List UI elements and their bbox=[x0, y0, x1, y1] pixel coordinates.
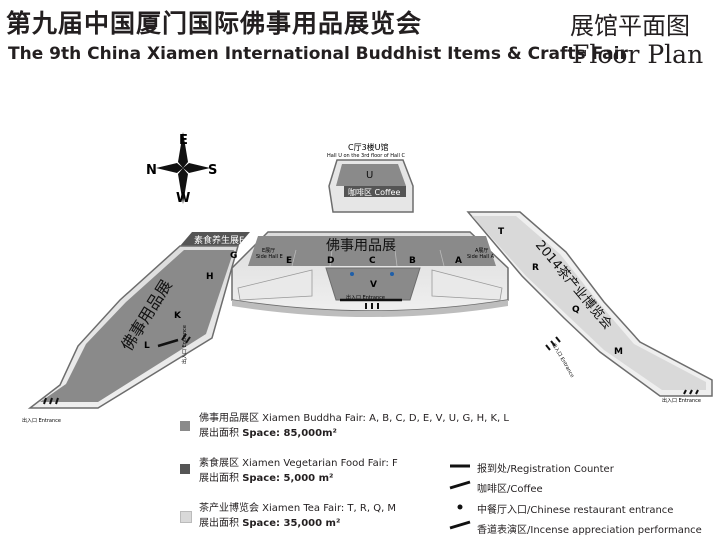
compass-south: S bbox=[208, 163, 217, 178]
hall-u-letter: U bbox=[366, 170, 373, 181]
tea-hall bbox=[466, 211, 713, 397]
subtitle-chinese: 展馆平面图 bbox=[570, 12, 690, 40]
hall-letter-k: K bbox=[174, 311, 182, 321]
hall-letter-m: M bbox=[614, 347, 623, 357]
main-hall bbox=[231, 231, 509, 317]
compass-north: N bbox=[146, 163, 157, 178]
legend-tea-line2: 展出面积 Space: 35,000 m² bbox=[199, 517, 340, 531]
symbol-key-icons bbox=[449, 464, 471, 530]
tea-bottom-entrance-label: 出入口 Entrance bbox=[662, 397, 701, 404]
legend-buddha-prefix: 展出面积 bbox=[199, 428, 243, 439]
side-hall-e-en: Side Hall E bbox=[256, 254, 283, 260]
hall-letter-b: B bbox=[409, 256, 416, 266]
hall-letter-h: H bbox=[206, 272, 214, 282]
coffee-icon bbox=[449, 480, 471, 490]
hall-letter-t: T bbox=[498, 227, 505, 237]
main-entrance-label: 出入口 Entrance bbox=[346, 294, 385, 301]
compass-west: W bbox=[176, 191, 190, 206]
hall-letter-d: D bbox=[327, 256, 334, 266]
legend-veg-space: Space: 5,000 m² bbox=[242, 473, 334, 484]
restaurant-entrance-icon bbox=[457, 504, 463, 510]
legend-tea-prefix: 展出面积 bbox=[199, 518, 243, 529]
main-hall-title: 佛事用品展 bbox=[326, 238, 396, 254]
legend-buddha-line1: 佛事用品展区 Xiamen Buddha Fair: A, B, C, D, E… bbox=[199, 413, 509, 424]
legend-veg-prefix: 展出面积 bbox=[199, 473, 243, 484]
vegetarian-hall-label: 素食养生展F bbox=[194, 234, 244, 246]
left-wing-entrance-label: 出入口 Entrance bbox=[181, 325, 188, 364]
legend-swatch-tea bbox=[180, 511, 192, 523]
hall-letter-g: G bbox=[230, 251, 237, 261]
vegetarian-hall-f bbox=[180, 232, 250, 246]
side-hall-a-en: Side Hall A bbox=[467, 254, 495, 260]
incense-performance-icon bbox=[449, 520, 471, 530]
hall-letter-r: R bbox=[532, 263, 539, 273]
key-restaurant-label: 中餐厅入口/Chinese restaurant entrance bbox=[477, 505, 674, 516]
coffee-area-label: 咖啡区 Coffee bbox=[348, 187, 400, 197]
left-bottom-entrance-label: 出入口 Entrance bbox=[22, 417, 61, 424]
hall-letter-v: V bbox=[370, 280, 377, 290]
title-english: The 9th China Xiamen International Buddh… bbox=[8, 44, 628, 64]
key-coffee-label: 咖啡区/Coffee bbox=[477, 484, 543, 495]
legend-veg-line2: 展出面积 Space: 5,000 m² bbox=[199, 472, 333, 486]
legend-swatch-buddha bbox=[180, 421, 190, 431]
hall-u-title: C厅3楼U馆 bbox=[348, 142, 389, 152]
hall-u: U 咖啡区 Coffee bbox=[328, 159, 414, 213]
compass-east: E bbox=[179, 133, 188, 148]
hall-letter-q: Q bbox=[572, 305, 580, 315]
legend-tea-line1: 茶产业博览会 Xiamen Tea Fair: T, R, Q, M bbox=[199, 503, 397, 514]
legend-buddha-line2: 展出面积 Space: 85,000m² bbox=[199, 427, 337, 441]
side-hall-e-cn: E展厅 bbox=[262, 248, 275, 254]
key-incense-label: 香道表演区/Incense appreciation performance bbox=[477, 525, 702, 536]
title-chinese: 第九届中国厦门国际佛事用品展览会 bbox=[6, 9, 423, 38]
entrance-markers bbox=[43, 298, 699, 405]
side-hall-a-cn: A展厅 bbox=[475, 248, 488, 254]
hall-letter-l: L bbox=[144, 341, 150, 351]
subtitle-english: Floor Plan bbox=[572, 40, 704, 69]
tea-hall-entrance-label: 出入口 Entrance bbox=[550, 342, 576, 379]
left-wing-hall bbox=[27, 245, 239, 409]
hall-letter-e: E bbox=[286, 256, 292, 266]
legend-veg-line1: 素食展区 Xiamen Vegetarian Food Fair: F bbox=[199, 458, 398, 469]
legend-tea-space: Space: 35,000 m² bbox=[242, 518, 341, 529]
key-registration-label: 报到处/Registration Counter bbox=[477, 464, 614, 475]
compass: E N S W bbox=[146, 132, 217, 206]
hall-u-subtitle: Hall U on the 3rd floor of Hall C bbox=[327, 153, 405, 159]
legend-swatch-vegetarian bbox=[180, 464, 190, 474]
hall-letter-a: A bbox=[455, 256, 462, 266]
legend-buddha-space: Space: 85,000m² bbox=[242, 428, 337, 439]
hall-letter-c: C bbox=[369, 256, 376, 266]
